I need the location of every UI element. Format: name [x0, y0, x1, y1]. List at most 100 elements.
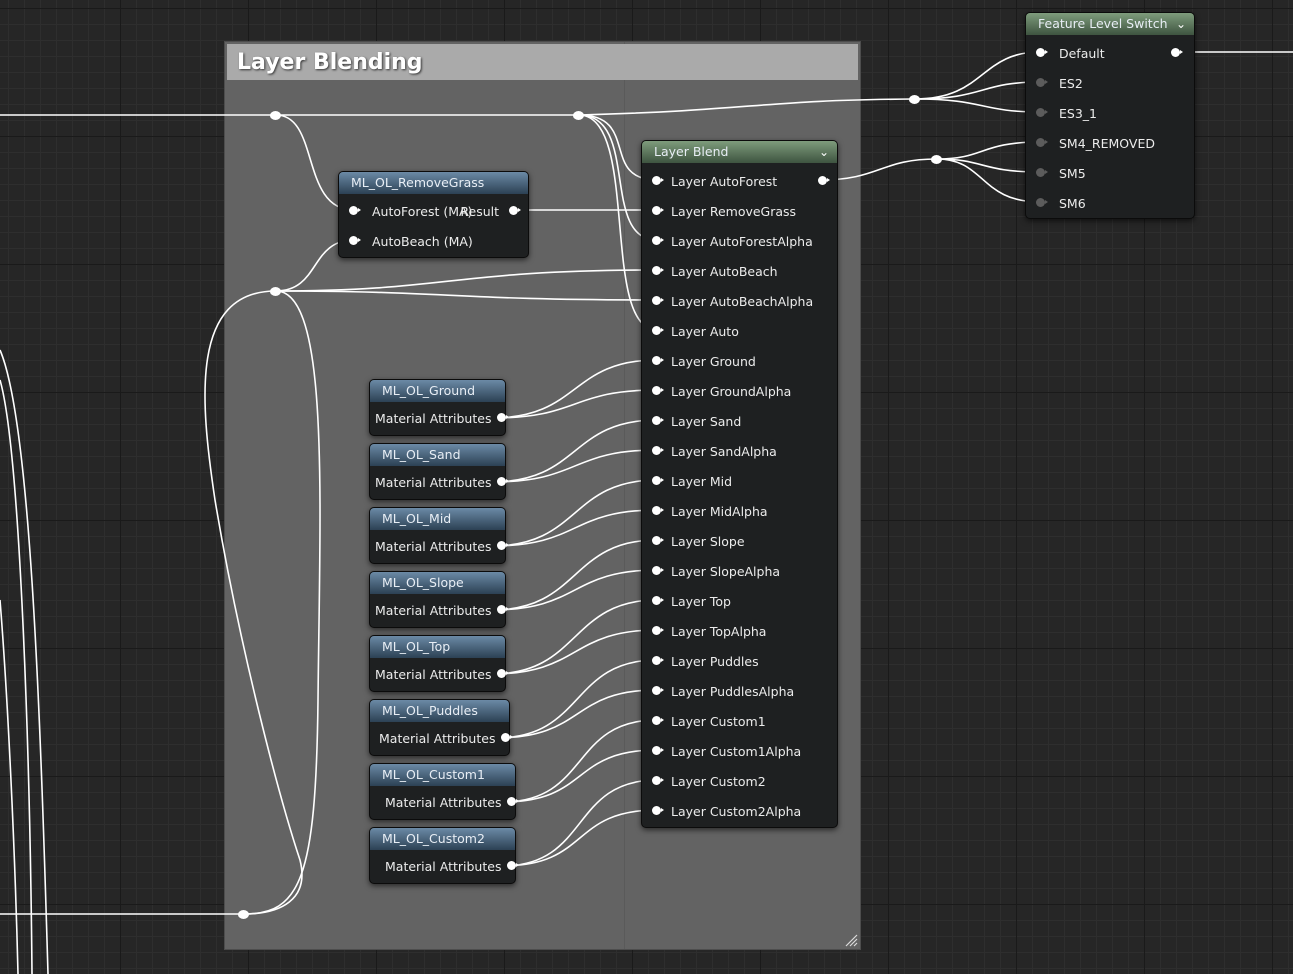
input-pin-icon[interactable]	[652, 626, 664, 635]
output-pin-icon[interactable]	[497, 541, 510, 550]
input-pin-icon[interactable]	[652, 746, 664, 755]
input-pin-icon[interactable]	[652, 506, 664, 515]
layer-function-node-custom2[interactable]: ML_OL_Custom2 Material Attributes	[369, 827, 520, 884]
input-pin-row[interactable]: Layer RemoveGrass	[652, 202, 796, 220]
input-pin-icon[interactable]	[652, 386, 664, 395]
node-header[interactable]: ML_OL_Custom2	[370, 828, 515, 850]
node-header[interactable]: ML_OL_Puddles	[370, 700, 509, 722]
output-pin-row[interactable]: Material Attributes	[375, 601, 510, 619]
input-pin-row[interactable]: Layer AutoBeach	[652, 262, 778, 280]
input-pin-row[interactable]: Layer Auto	[652, 322, 739, 340]
reroute-knot[interactable]	[270, 287, 281, 296]
node-header[interactable]: Feature Level Switch ⌄	[1026, 13, 1194, 35]
node-header[interactable]: ML_OL_Slope	[370, 572, 505, 594]
input-pin-row[interactable]: Layer Custom1	[652, 712, 766, 730]
input-pin-icon[interactable]	[652, 446, 664, 455]
resize-grip-icon[interactable]	[844, 933, 858, 947]
input-pin-icon[interactable]	[349, 206, 361, 215]
comment-title[interactable]: Layer Blending	[227, 44, 858, 80]
input-pin-icon[interactable]	[652, 566, 664, 575]
input-pin-row[interactable]: AutoForest (MA)	[349, 202, 472, 220]
input-pin-row[interactable]: Layer Mid	[652, 472, 732, 490]
input-pin-icon[interactable]	[652, 596, 664, 605]
input-pin-row[interactable]: Layer Sand	[652, 412, 741, 430]
node-header[interactable]: Layer Blend ⌄	[642, 141, 837, 163]
reroute-knot[interactable]	[931, 155, 942, 164]
input-pin-icon[interactable]	[652, 326, 664, 335]
input-pin-icon[interactable]	[652, 656, 664, 665]
input-pin-row[interactable]: AutoBeach (MA)	[349, 232, 473, 250]
input-pin-row[interactable]: Layer SlopeAlpha	[652, 562, 780, 580]
input-pin-row[interactable]: SM4_REMOVED	[1036, 134, 1155, 152]
input-pin-icon[interactable]	[652, 356, 664, 365]
input-pin-row[interactable]: ES2	[1036, 74, 1083, 92]
output-pin-row[interactable]: Material Attributes	[375, 537, 510, 555]
node-header[interactable]: ML_OL_Ground	[370, 380, 505, 402]
input-pin-icon[interactable]	[1036, 198, 1048, 207]
node-header[interactable]: ML_OL_Custom1	[370, 764, 515, 786]
input-pin-row[interactable]: Layer TopAlpha	[652, 622, 766, 640]
chevron-down-icon[interactable]: ⌄	[1175, 17, 1186, 31]
input-pin-icon[interactable]	[1036, 48, 1048, 57]
input-pin-row[interactable]: SM6	[1036, 194, 1086, 212]
output-pin-row[interactable]: Material Attributes	[375, 665, 510, 683]
input-pin-row[interactable]: ES3_1	[1036, 104, 1097, 122]
output-pin-row[interactable]: Material Attributes	[375, 473, 510, 491]
node-header[interactable]: ML_OL_RemoveGrass	[339, 172, 528, 194]
input-pin-icon[interactable]	[652, 716, 664, 725]
output-pin-icon[interactable]	[497, 477, 510, 486]
input-pin-row[interactable]: Default	[1036, 44, 1105, 62]
layer-function-node-puddles[interactable]: ML_OL_Puddles Material Attributes	[369, 699, 514, 756]
layer-function-node-ground[interactable]: ML_OL_Ground Material Attributes	[369, 379, 510, 436]
input-pin-row[interactable]: Layer Ground	[652, 352, 756, 370]
layer-blend-node[interactable]: Layer Blend ⌄ Layer AutoForest Layer Rem…	[641, 140, 838, 828]
input-pin-icon[interactable]	[652, 686, 664, 695]
reroute-knot[interactable]	[909, 95, 920, 104]
input-pin-icon[interactable]	[652, 176, 664, 185]
input-pin-row[interactable]: Layer MidAlpha	[652, 502, 768, 520]
output-pin-icon[interactable]	[507, 861, 520, 870]
input-pin-row[interactable]: Layer Custom2	[652, 772, 766, 790]
output-pin-icon[interactable]	[497, 605, 510, 614]
input-pin-row[interactable]: Layer Puddles	[652, 652, 759, 670]
reroute-knot[interactable]	[270, 111, 281, 120]
input-pin-icon[interactable]	[1036, 168, 1048, 177]
input-pin-icon[interactable]	[652, 806, 664, 815]
layer-function-node-custom1[interactable]: ML_OL_Custom1 Material Attributes	[369, 763, 520, 820]
output-pin-icon[interactable]	[1171, 48, 1183, 57]
input-pin-icon[interactable]	[652, 206, 664, 215]
layer-function-node-sand[interactable]: ML_OL_Sand Material Attributes	[369, 443, 510, 500]
input-pin-row[interactable]: Layer GroundAlpha	[652, 382, 791, 400]
node-header[interactable]: ML_OL_Mid	[370, 508, 505, 530]
reroute-knot[interactable]	[573, 111, 584, 120]
output-pin-icon[interactable]	[818, 176, 830, 185]
chevron-down-icon[interactable]: ⌄	[818, 145, 829, 159]
input-pin-row[interactable]: SM5	[1036, 164, 1086, 182]
input-pin-row[interactable]: Layer PuddlesAlpha	[652, 682, 794, 700]
input-pin-row[interactable]: Layer SandAlpha	[652, 442, 777, 460]
feature-level-switch-node[interactable]: Feature Level Switch ⌄ Default ES2 ES3_1…	[1025, 12, 1195, 219]
output-pin[interactable]	[818, 172, 830, 190]
output-pin-icon[interactable]	[497, 669, 510, 678]
output-pin-icon[interactable]	[507, 797, 520, 806]
input-pin-row[interactable]: Layer Slope	[652, 532, 745, 550]
output-pin-row[interactable]: Material Attributes	[375, 409, 510, 427]
input-pin-icon[interactable]	[1036, 138, 1048, 147]
layer-function-node-mid[interactable]: ML_OL_Mid Material Attributes	[369, 507, 510, 564]
output-pin-row[interactable]: Material Attributes	[379, 729, 514, 747]
input-pin-icon[interactable]	[652, 776, 664, 785]
input-pin-row[interactable]: Layer AutoBeachAlpha	[652, 292, 813, 310]
input-pin-icon[interactable]	[652, 296, 664, 305]
input-pin-icon[interactable]	[652, 266, 664, 275]
reroute-knot[interactable]	[238, 910, 249, 919]
input-pin-icon[interactable]	[652, 416, 664, 425]
node-header[interactable]: ML_OL_Top	[370, 636, 505, 658]
input-pin-icon[interactable]	[1036, 108, 1048, 117]
input-pin-row[interactable]: Layer Custom2Alpha	[652, 802, 801, 820]
output-pin-icon[interactable]	[501, 733, 514, 742]
input-pin-icon[interactable]	[349, 236, 361, 245]
layer-function-node-slope[interactable]: ML_OL_Slope Material Attributes	[369, 571, 510, 628]
node-header[interactable]: ML_OL_Sand	[370, 444, 505, 466]
input-pin-row[interactable]: Layer Top	[652, 592, 731, 610]
output-pin-icon[interactable]	[509, 206, 521, 215]
